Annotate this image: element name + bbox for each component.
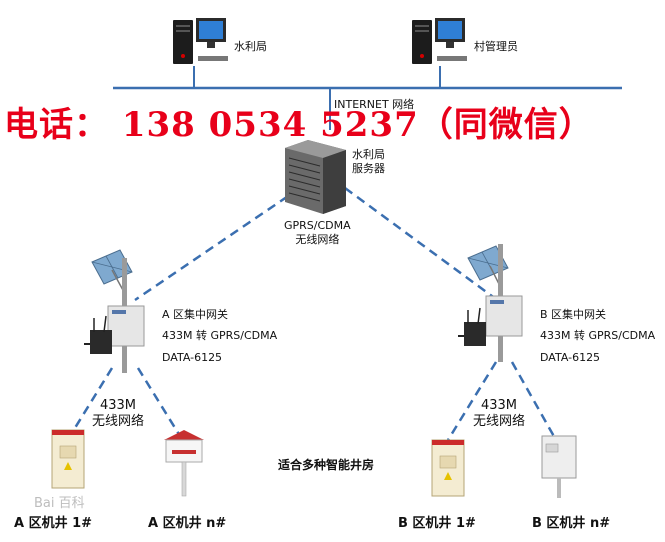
well-an-icon — [164, 430, 204, 497]
well-bn-icon — [541, 435, 577, 498]
pc-left-label: 水利局 — [234, 40, 267, 53]
gprs-label: GPRS/CDMA 无线网络 — [284, 219, 351, 247]
gateway-b-label-line2: 433M 转 GPRS/CDMA — [540, 329, 656, 343]
phone-banner: 电话： 138 0534 5237（同微信） — [4, 105, 594, 145]
server-label-line1: 水利局 — [352, 148, 385, 161]
link-gateway-b-well-b1 — [446, 361, 498, 441]
server-label-line2: 服务器 — [352, 161, 385, 175]
server-label: 水利局 服务器 — [352, 148, 385, 176]
computer-right-icon — [412, 18, 467, 64]
server-icon — [285, 140, 346, 214]
gateway-b-icon — [458, 244, 523, 362]
link-server-gateway-b — [344, 186, 501, 304]
well-bn-label: B 区机井 n# — [532, 516, 611, 531]
gateway-b-label: B 区集中网关 433M 转 GPRS/CDMA DATA-6125 — [540, 304, 655, 368]
well-b1-label: B 区机井 1# — [398, 516, 476, 531]
gateway-a-icon — [84, 249, 145, 373]
gateway-a-label: A 区集中网关 433M 转 GPRS/CDMA DATA-6125 — [162, 304, 277, 368]
computer-left-icon — [173, 18, 228, 64]
wireless-a-label: 433M 无线网络 — [92, 398, 144, 431]
wireless-a-label-line2: 无线网络 — [92, 414, 145, 430]
gateway-b-label-line3: DATA-6125 — [540, 350, 601, 364]
well-an-label: A 区机井 n# — [148, 516, 227, 531]
gateway-a-label-line3: DATA-6125 — [162, 350, 223, 364]
link-gateway-a-well-an — [136, 367, 182, 437]
link-server-gateway-a — [134, 186, 301, 302]
watermark: Bai 百科 — [34, 496, 85, 511]
well-a1-icon — [51, 429, 85, 489]
link-gateway-a-well-a1 — [68, 367, 114, 437]
wireless-b-label-line1: 433M — [480, 398, 518, 413]
center-note: 适合多种智能井房 — [278, 458, 375, 472]
pc-right-label: 村管理员 — [474, 40, 518, 53]
well-a1-label: A 区机井 1# — [14, 516, 93, 531]
gateway-a-label-line2: 433M 转 GPRS/CDMA — [162, 329, 278, 343]
gprs-label-line2: 无线网络 — [295, 232, 340, 246]
wireless-b-label-line2: 无线网络 — [473, 414, 526, 430]
wireless-a-label-line1: 433M — [99, 398, 137, 413]
wireless-b-label: 433M 无线网络 — [473, 398, 525, 431]
gprs-label-line1: GPRS/CDMA — [284, 219, 351, 232]
gateway-a-label-line1: A 区集中网关 — [162, 308, 229, 321]
gateway-b-label-line1: B 区集中网关 — [540, 308, 607, 321]
well-b1-icon — [431, 439, 465, 497]
internet-label: INTERNET 网络 — [334, 98, 415, 111]
